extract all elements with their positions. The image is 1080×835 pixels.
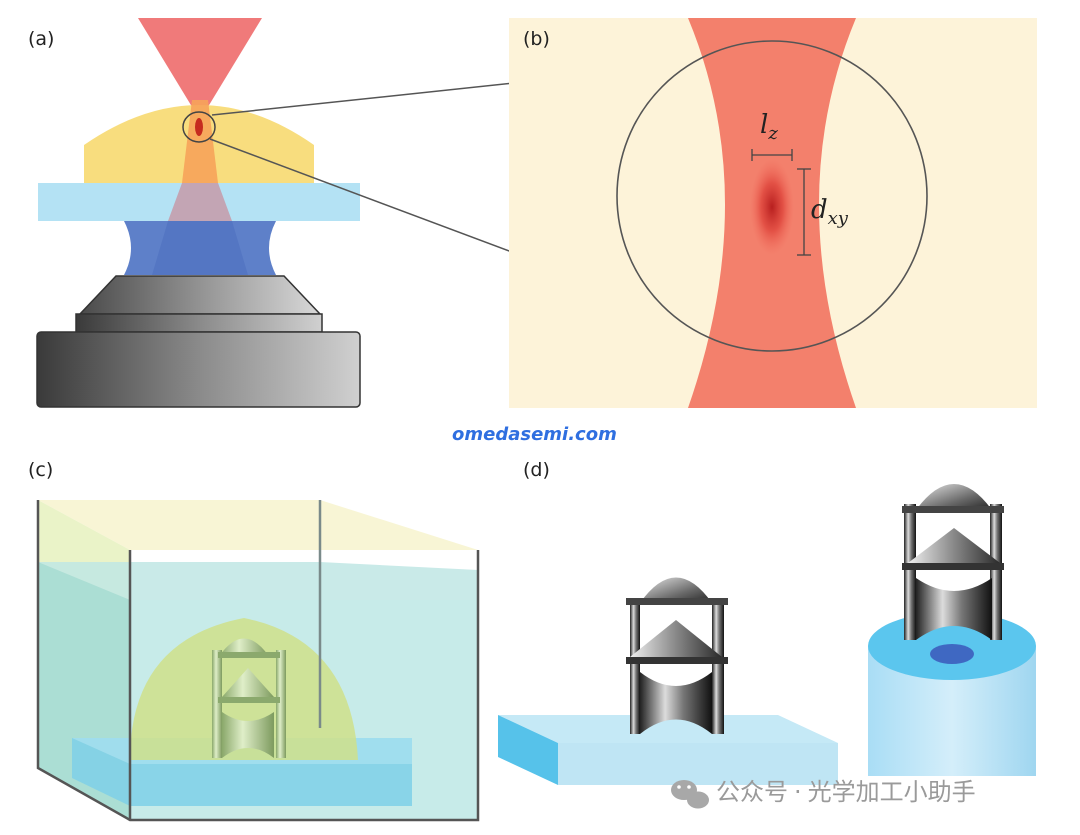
zoom-ring [182, 111, 216, 143]
laser-cone-top [138, 18, 262, 120]
flat-substrate-top [498, 715, 838, 743]
objective-tip [78, 275, 322, 315]
panel-d: (d) [498, 459, 1036, 785]
panel-c-label: (c) [28, 459, 53, 481]
site-watermark: omedasemi.com [452, 424, 617, 445]
lz-label: lz [760, 110, 778, 144]
panel-b: (b) lz dxy [509, 18, 1037, 408]
bath-structure-dome [220, 638, 268, 655]
voxel [750, 159, 794, 255]
account-watermark: 公众号·光学加工小助手 [671, 778, 976, 809]
tank-top-face [38, 500, 478, 550]
wechat-icon [671, 780, 709, 809]
zoom-circle [616, 40, 928, 352]
fiber-core [930, 644, 974, 664]
panel-d-label: (d) [523, 459, 550, 481]
objective-body [36, 331, 361, 408]
laser-in-oil [152, 221, 248, 275]
panel-b-label: (b) [523, 28, 550, 50]
focal-spot [195, 118, 203, 136]
panel-c: (c) [28, 459, 480, 822]
flat-substrate-front [558, 743, 838, 785]
objective-ring [75, 313, 323, 333]
laser-in-glass [168, 183, 232, 221]
dxy-label: dxy [811, 195, 849, 229]
microstructure-on-fiber [902, 484, 1004, 640]
panel-a-label: (a) [28, 28, 54, 50]
microstructure-on-flat [626, 577, 728, 734]
flat-substrate-side [498, 715, 558, 785]
account-text: 公众号·光学加工小助手 [716, 778, 976, 806]
panel-a: (a) [28, 18, 361, 408]
